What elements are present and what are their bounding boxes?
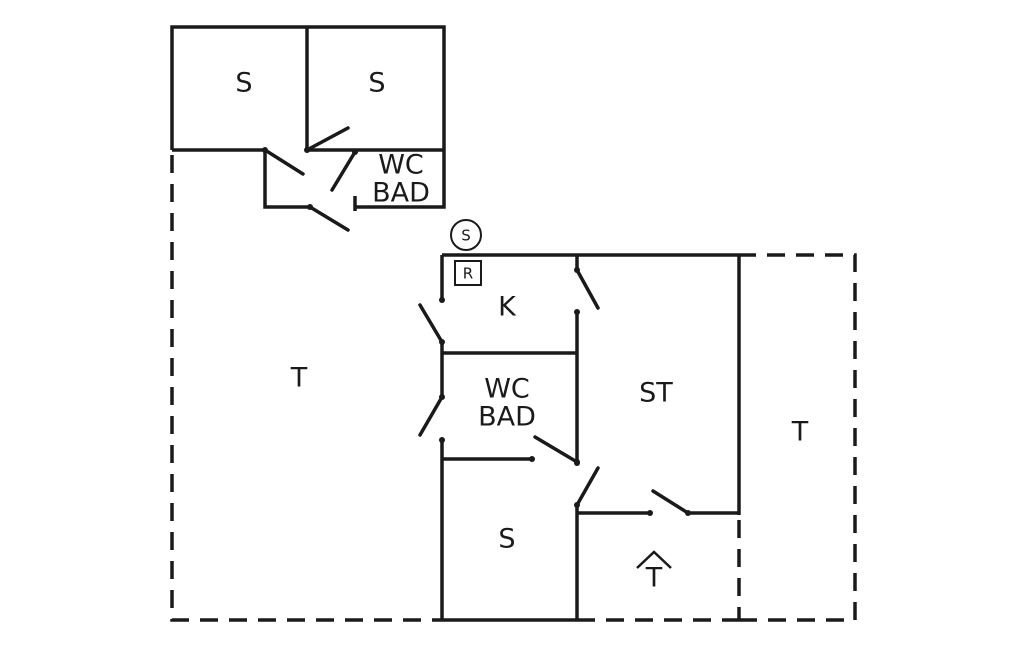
upper-hallway-wall xyxy=(263,150,310,209)
door-hinge xyxy=(439,339,445,345)
door-swing-bathroom-living xyxy=(533,435,579,464)
room-label-bedroom-bottom: S xyxy=(498,524,515,555)
square-symbol-outline xyxy=(454,260,482,286)
room-label-bathroom-center-line2: BAD xyxy=(478,402,536,433)
main-block-walls xyxy=(440,253,741,622)
right-terrace-boundary xyxy=(739,253,857,622)
left-terrace-boundary xyxy=(170,155,442,622)
door-hinge xyxy=(439,437,445,443)
door-swing-upper-bathroom xyxy=(330,150,357,192)
room-label-bedroom-top-right: S xyxy=(368,68,385,99)
room-label-kitchen: K xyxy=(498,292,517,323)
door-swing-entrance xyxy=(651,489,690,515)
room-label-entrance: T xyxy=(645,563,663,594)
room-label-bedroom-top-left: S xyxy=(235,68,252,99)
door-hinge xyxy=(574,267,580,273)
door-hinge xyxy=(304,147,310,153)
door-swing-kitchen-outer xyxy=(418,303,444,344)
room-label-bathroom-center-line1: WC xyxy=(484,374,530,405)
room-label-terrace-right: T xyxy=(791,417,809,448)
circle-symbol-outline xyxy=(450,219,482,251)
door-hinge xyxy=(574,502,580,508)
door-hinge xyxy=(685,510,691,516)
door-swing-kitchen-living xyxy=(575,268,600,310)
terrace-boundaries xyxy=(170,155,857,622)
door-hinge xyxy=(574,460,580,466)
door-swing-upper-right-bedroom xyxy=(305,126,350,152)
room-label-bathroom-top-line1: WC xyxy=(378,150,424,181)
door-hinge xyxy=(529,456,535,462)
entrance-arrow-icon xyxy=(636,550,672,569)
square-symbol-label: R xyxy=(463,265,473,283)
door-swing-bathroom-outer xyxy=(418,395,444,437)
main-block-doors xyxy=(418,267,691,516)
room-label-bathroom-top-line2: BAD xyxy=(372,178,430,209)
square-symbol: R xyxy=(454,260,482,286)
upper-block-doors xyxy=(262,126,358,232)
door-hinge xyxy=(352,149,358,155)
door-swing-bedroom-living xyxy=(575,466,600,507)
upper-block-outer-wall xyxy=(170,25,446,209)
room-label-terrace-left: T xyxy=(290,363,308,394)
door-swing-upper-left-bedroom xyxy=(263,148,305,176)
door-hinge xyxy=(574,309,580,315)
door-hinge xyxy=(262,147,268,153)
circle-symbol: S xyxy=(450,219,482,251)
door-hinge xyxy=(647,510,653,516)
door-swing-upper-hallway xyxy=(308,205,350,232)
door-hinge xyxy=(439,394,445,400)
circle-symbol-label: S xyxy=(461,227,471,245)
door-hinge xyxy=(439,297,445,303)
door-hinge xyxy=(307,204,313,210)
room-label-living-room: ST xyxy=(639,378,673,409)
upper-block-walls xyxy=(170,25,446,211)
